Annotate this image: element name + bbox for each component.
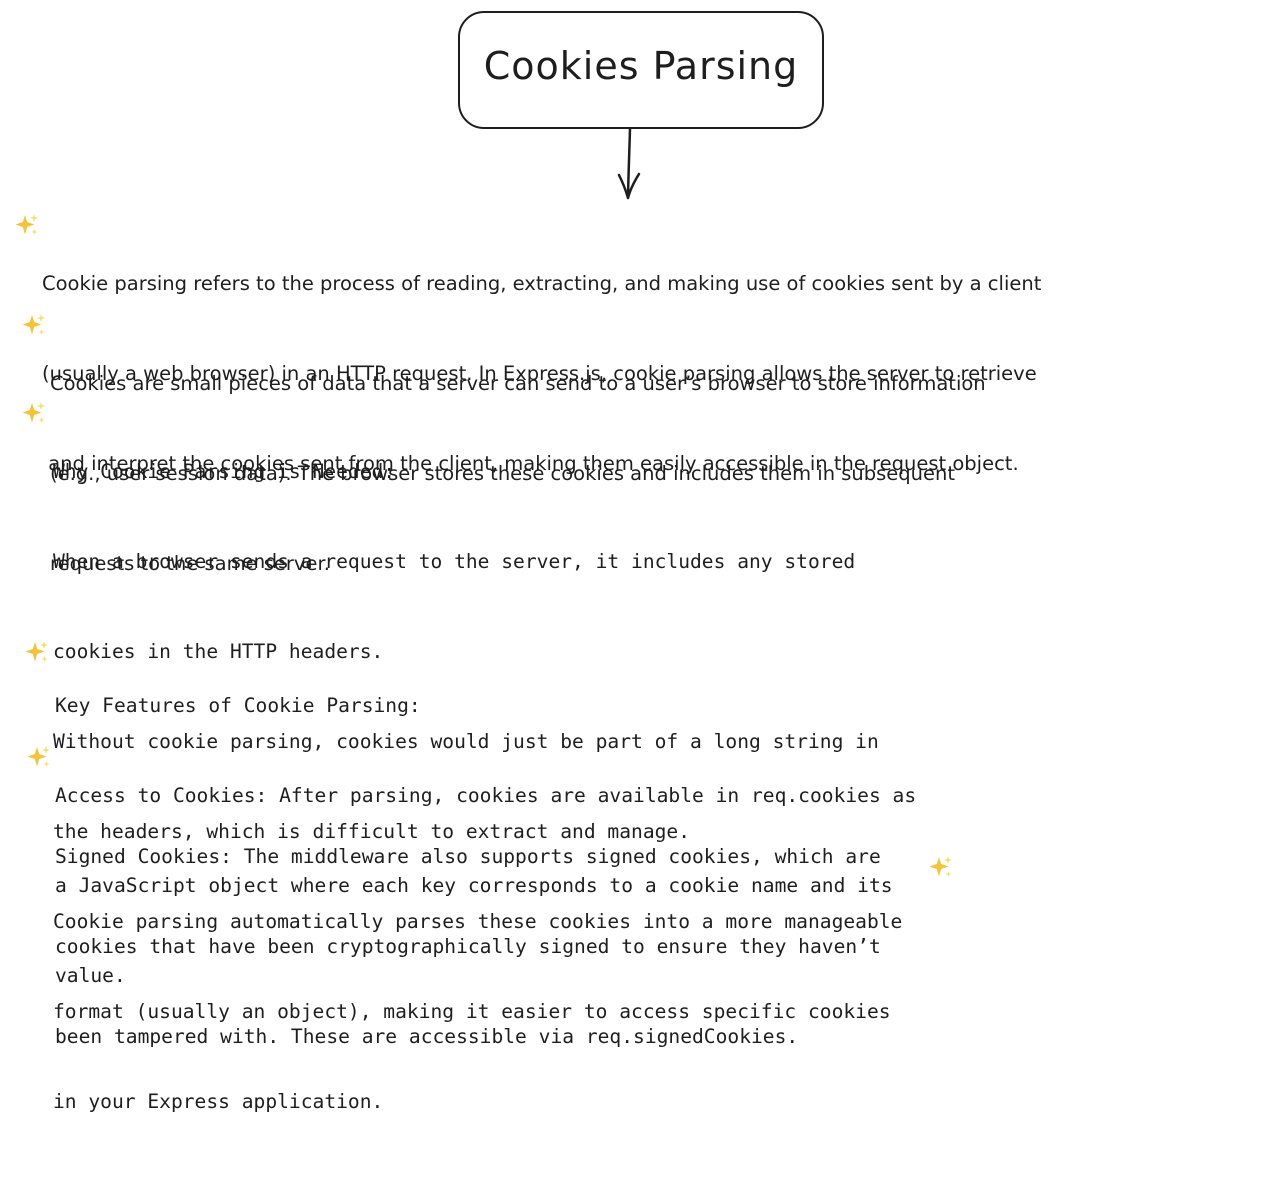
text-line: Signed Cookies: The middleware also supp…	[55, 845, 881, 868]
text-line: Without cookie parsing, cookies would ju…	[53, 730, 879, 753]
text-line: Cookies are small pieces of data that a …	[50, 372, 986, 395]
cookies-definition-paragraph: Cookies are small pieces of data that a …	[50, 309, 986, 639]
text-line: (e.g., user session data). The browser s…	[50, 462, 956, 485]
sparkles-icon	[929, 856, 952, 877]
text-line: cookies that have been cryptographically…	[55, 935, 881, 958]
diagram-title: Cookies Parsing	[483, 44, 799, 88]
text-line: the headers, which is difficult to extra…	[53, 820, 691, 843]
sparkles-icon	[27, 746, 50, 767]
sparkles-icon	[15, 214, 38, 235]
section-heading: Why Cookie Parsing is Needed:	[53, 460, 396, 483]
section-heading: Key Features of Cookie Parsing:	[55, 694, 421, 717]
text-line: When a browser sends a request to the se…	[53, 550, 856, 573]
arrow-down-icon	[617, 127, 641, 200]
text-line: cookies in the HTTP headers.	[53, 640, 384, 663]
text-line: and interpret the cookies sent from the …	[42, 452, 1019, 475]
text-line: Cookie parsing refers to the process of …	[42, 272, 1042, 295]
sparkles-icon	[25, 641, 48, 662]
text-line: a JavaScript object where each key corre…	[55, 874, 893, 897]
text-line: requests to the same server.	[50, 552, 330, 575]
intro-paragraph: Cookie parsing refers to the process of …	[42, 209, 1041, 539]
text-line: been tampered with. These are accessible…	[55, 1025, 799, 1048]
sparkles-icon	[22, 314, 45, 335]
whiteboard-canvas: Cookies Parsing Cookie parsing refers to…	[15, 11, 1041, 1113]
text-line: Access to Cookies: After parsing, cookie…	[55, 784, 917, 807]
text-line: (usually a web browser) in an HTTP reque…	[42, 362, 1037, 385]
title-box: Cookies Parsing	[458, 11, 824, 129]
sparkles-icon	[22, 402, 45, 423]
signed-cookies-section: Signed Cookies: The middleware also supp…	[55, 782, 881, 1112]
